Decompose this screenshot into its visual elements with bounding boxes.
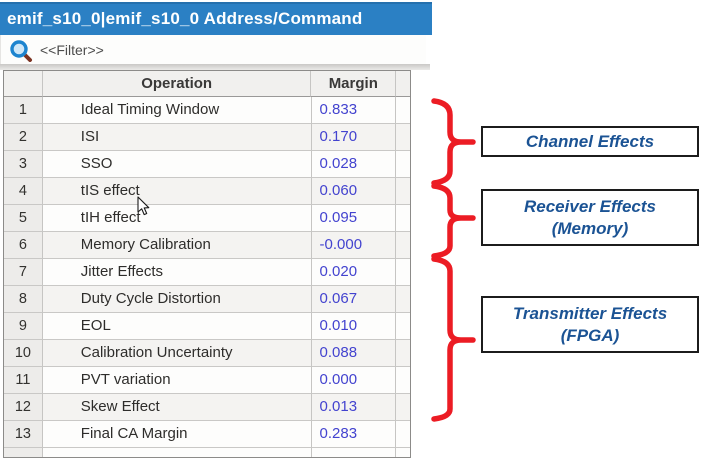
brace-channel-effects [431,98,476,186]
filler-cell [396,394,410,421]
margin-cell[interactable]: -0.000 [311,232,397,259]
row-number-cell[interactable]: 5 [4,205,43,232]
row-number-cell[interactable]: 13 [4,421,43,448]
operation-cell[interactable]: Memory Calibration [42,232,312,259]
table-row[interactable]: 7 Jitter Effects 0.020 [4,259,410,286]
margin-report-table: Operation Margin 1 Ideal Timing Window 0… [3,70,411,458]
filler-cell [396,340,410,367]
label-channel-effects: Channel Effects [481,126,699,157]
filler-cell [396,205,410,232]
label-receiver-effects: Receiver Effects (Memory) [481,189,699,246]
table-body: 1 Ideal Timing Window 0.833 2 ISI 0.170 … [4,97,410,448]
margin-cell[interactable]: 0.833 [311,97,397,124]
operation-cell[interactable]: Duty Cycle Distortion [42,286,312,313]
table-row[interactable]: 1 Ideal Timing Window 0.833 [4,97,410,124]
table-header-row: Operation Margin [4,71,410,97]
table-row[interactable]: 8 Duty Cycle Distortion 0.067 [4,286,410,313]
table-row[interactable]: 2 ISI 0.170 [4,124,410,151]
table-row[interactable]: 12 Skew Effect 0.013 [4,394,410,421]
row-number-cell[interactable]: 1 [4,97,43,124]
header-row-number[interactable] [4,71,43,97]
filler-cell [396,367,410,394]
table-row[interactable]: 10 Calibration Uncertainty 0.088 [4,340,410,367]
operation-cell[interactable]: Calibration Uncertainty [42,340,312,367]
row-number-cell[interactable]: 3 [4,151,43,178]
operation-cell[interactable]: ISI [42,124,312,151]
operation-cell[interactable]: tIH effect [42,205,312,232]
filler-cell [396,286,410,313]
margin-cell[interactable]: 0.060 [311,178,397,205]
table-row[interactable]: 4 tIS effect 0.060 [4,178,410,205]
filler-cell [396,259,410,286]
margin-cell[interactable]: 0.067 [311,286,397,313]
row-number-cell[interactable]: 6 [4,232,43,259]
search-icon [10,39,32,62]
operation-cell[interactable]: Jitter Effects [42,259,312,286]
operation-cell[interactable]: EOL [42,313,312,340]
row-number-cell[interactable]: 12 [4,394,43,421]
filler-cell [396,232,410,259]
margin-cell[interactable]: 0.088 [311,340,397,367]
filter-input[interactable]: <<Filter>> [40,41,104,58]
operation-cell[interactable]: SSO [42,151,312,178]
filler-cell [396,151,410,178]
table-row[interactable]: 3 SSO 0.028 [4,151,410,178]
panel-title-bar[interactable]: emif_s10_0|emif_s10_0 Address/Command [0,2,432,35]
header-operation[interactable]: Operation [42,71,312,97]
margin-cell[interactable]: 0.028 [311,151,397,178]
operation-cell[interactable]: Final CA Margin [42,421,312,448]
row-number-cell[interactable]: 4 [4,178,43,205]
table-row[interactable]: 5 tIH effect 0.095 [4,205,410,232]
filter-bar[interactable]: <<Filter>> [0,35,426,64]
label-transmitter-effects: Transmitter Effects (FPGA) [481,296,699,353]
row-number-cell[interactable]: 7 [4,259,43,286]
table-row-partial [4,448,410,457]
margin-cell[interactable]: 0.000 [311,367,397,394]
row-number-cell[interactable]: 10 [4,340,43,367]
divider [0,64,430,70]
margin-cell[interactable]: 0.170 [311,124,397,151]
brace-receiver-effects [431,183,476,259]
table-row[interactable]: 9 EOL 0.010 [4,313,410,340]
filler-cell [396,421,410,448]
panel-title: emif_s10_0|emif_s10_0 Address/Command [7,9,363,28]
margin-cell[interactable]: 0.283 [311,421,397,448]
row-number-cell[interactable]: 8 [4,286,43,313]
margin-cell[interactable]: 0.095 [311,205,397,232]
operation-cell[interactable]: PVT variation [42,367,312,394]
row-number-cell[interactable]: 11 [4,367,43,394]
table-row[interactable]: 6 Memory Calibration -0.000 [4,232,410,259]
table-row[interactable]: 11 PVT variation 0.000 [4,367,410,394]
filler-cell [396,178,410,205]
filler-cell [396,313,410,340]
brace-transmitter-effects [431,256,476,422]
filler-cell [396,124,410,151]
operation-cell[interactable]: Ideal Timing Window [42,97,312,124]
operation-cell[interactable]: Skew Effect [42,394,312,421]
filler-cell [396,97,410,124]
header-filler [396,71,410,97]
row-number-cell[interactable]: 2 [4,124,43,151]
row-number-cell[interactable]: 9 [4,313,43,340]
table-row[interactable]: 13 Final CA Margin 0.283 [4,421,410,448]
margin-cell[interactable]: 0.013 [311,394,397,421]
margin-cell[interactable]: 0.020 [311,259,397,286]
header-margin[interactable]: Margin [311,71,397,97]
margin-cell[interactable]: 0.010 [311,313,397,340]
operation-cell[interactable]: tIS effect [42,178,312,205]
